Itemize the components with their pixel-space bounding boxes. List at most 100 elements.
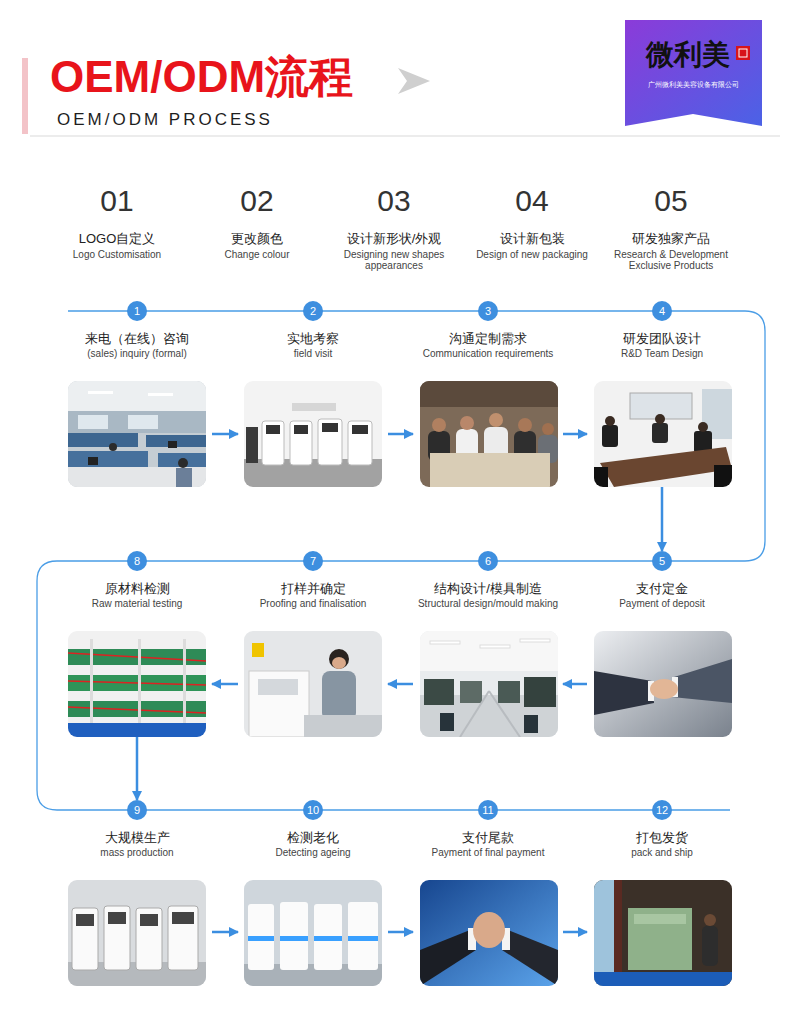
drawing-part: [76, 914, 94, 926]
drawing-part: [594, 880, 614, 986]
feature-number: 02: [207, 184, 307, 218]
meeting-photo: [420, 381, 558, 487]
step-number: 9: [134, 804, 140, 816]
drawing-part: [460, 681, 482, 703]
logo-seal: [736, 46, 750, 60]
drawing-part: [244, 631, 382, 737]
drawing-part: [480, 645, 510, 648]
drawing-part: [600, 447, 732, 487]
drawing-part: [420, 930, 476, 986]
drawing-part: [489, 413, 503, 427]
drawing-part: [294, 425, 308, 434]
drawing-part: [594, 880, 732, 986]
drawing-part: [68, 723, 206, 737]
drawing-part: [420, 381, 558, 487]
drawing-part: [104, 906, 130, 970]
drawing-part: [68, 880, 206, 986]
drawing-part: [329, 649, 349, 669]
step-number-circle: 6: [478, 551, 498, 571]
step-title: 研发团队设计: [587, 331, 737, 347]
feature-title: 研发独家产品: [606, 231, 736, 247]
drawing-part: [72, 908, 98, 970]
process-step: 支付尾款Payment of final payment11: [413, 800, 563, 985]
drawing-part: [698, 422, 708, 432]
drawing-part: [138, 639, 141, 737]
drawing-part: [183, 639, 186, 737]
step-title: 原材料检测: [62, 581, 212, 597]
drawing-part: [594, 381, 732, 487]
step-title: 支付定金: [587, 581, 737, 597]
drawing-part: [244, 631, 382, 737]
step-number-circle: 9: [127, 800, 147, 820]
step-subtitle: Detecting ageing: [238, 847, 388, 859]
drawing-part: [594, 972, 732, 986]
clasp-photo: [420, 880, 558, 986]
step-number-circle: 1: [127, 301, 147, 321]
feature-title: LOGO自定义: [52, 231, 182, 247]
drawing-part: [68, 451, 148, 467]
drawing-part: [702, 926, 718, 966]
flow-arrow: [388, 931, 413, 934]
drawing-part: [430, 453, 550, 487]
drawing-part: [168, 441, 177, 448]
drawing-part: [172, 912, 194, 924]
drawing-part: [109, 443, 117, 451]
production-photo: [68, 880, 206, 986]
step-subtitle: Structural design/mould making: [413, 598, 563, 610]
drawing-part: [68, 880, 206, 986]
drawing-part: [650, 679, 678, 699]
drawing-part: [136, 908, 162, 970]
drawing-part: [244, 880, 382, 986]
step-subtitle: R&D Team Design: [587, 348, 737, 360]
proofing-photo: [244, 631, 382, 737]
drawing-part: [178, 458, 188, 468]
drawing-part: [348, 421, 372, 465]
drawing-part: [430, 641, 460, 644]
ageing-test-photo: [244, 880, 382, 986]
step-title: 大规模生产: [62, 830, 212, 846]
drawing-part: [290, 421, 312, 465]
drawing-part: [292, 403, 336, 411]
office-photo: [68, 381, 206, 487]
step-subtitle: field visit: [238, 348, 388, 360]
drawing-part: [108, 912, 126, 924]
drawing-part: [78, 415, 108, 429]
drawing-part: [498, 681, 520, 703]
drawing-part: [304, 715, 382, 737]
flow-arrow: [563, 931, 587, 934]
step-number-circle: 8: [127, 551, 147, 571]
drawing-part: [634, 914, 686, 924]
drawing-part: [594, 381, 732, 487]
drawing-part: [460, 416, 474, 430]
drawing-part: [168, 906, 198, 970]
step-title: 支付尾款: [413, 830, 563, 846]
drawing-part: [704, 914, 716, 926]
drawing-part: [594, 880, 732, 986]
drawing-part: [322, 671, 356, 721]
step-title: 沟通定制需求: [413, 331, 563, 347]
drawing-part: [602, 425, 618, 447]
step-number: 8: [134, 555, 140, 567]
process-step: 支付定金Payment of deposit5: [587, 551, 737, 737]
feature-subtitle: Designing new shapes appearances: [334, 249, 454, 271]
flow-arrow: [563, 433, 587, 436]
accent-bar: [22, 58, 28, 134]
step-number-circle: 12: [652, 800, 672, 820]
drawing-part: [68, 433, 138, 447]
drawing-part: [420, 631, 558, 671]
flow-arrow: [563, 683, 587, 686]
step-subtitle: Raw material testing: [62, 598, 212, 610]
drawing-part: [524, 677, 556, 707]
drawing-part: [68, 631, 206, 737]
handshake-photo: [594, 631, 732, 737]
feature-title: 设计新包装: [467, 231, 597, 247]
step-title: 结构设计/模具制造: [413, 581, 563, 597]
subtitle: OEM/ODM PROCESS: [57, 110, 377, 130]
drawing-part: [502, 930, 558, 986]
drawing-part: [594, 671, 654, 715]
feature-title: 设计新形状/外观: [329, 231, 459, 247]
showroom-photo: [244, 381, 382, 487]
flow-arrow: [136, 737, 139, 800]
drawing-part: [524, 715, 538, 733]
drawing-part: [420, 631, 558, 737]
